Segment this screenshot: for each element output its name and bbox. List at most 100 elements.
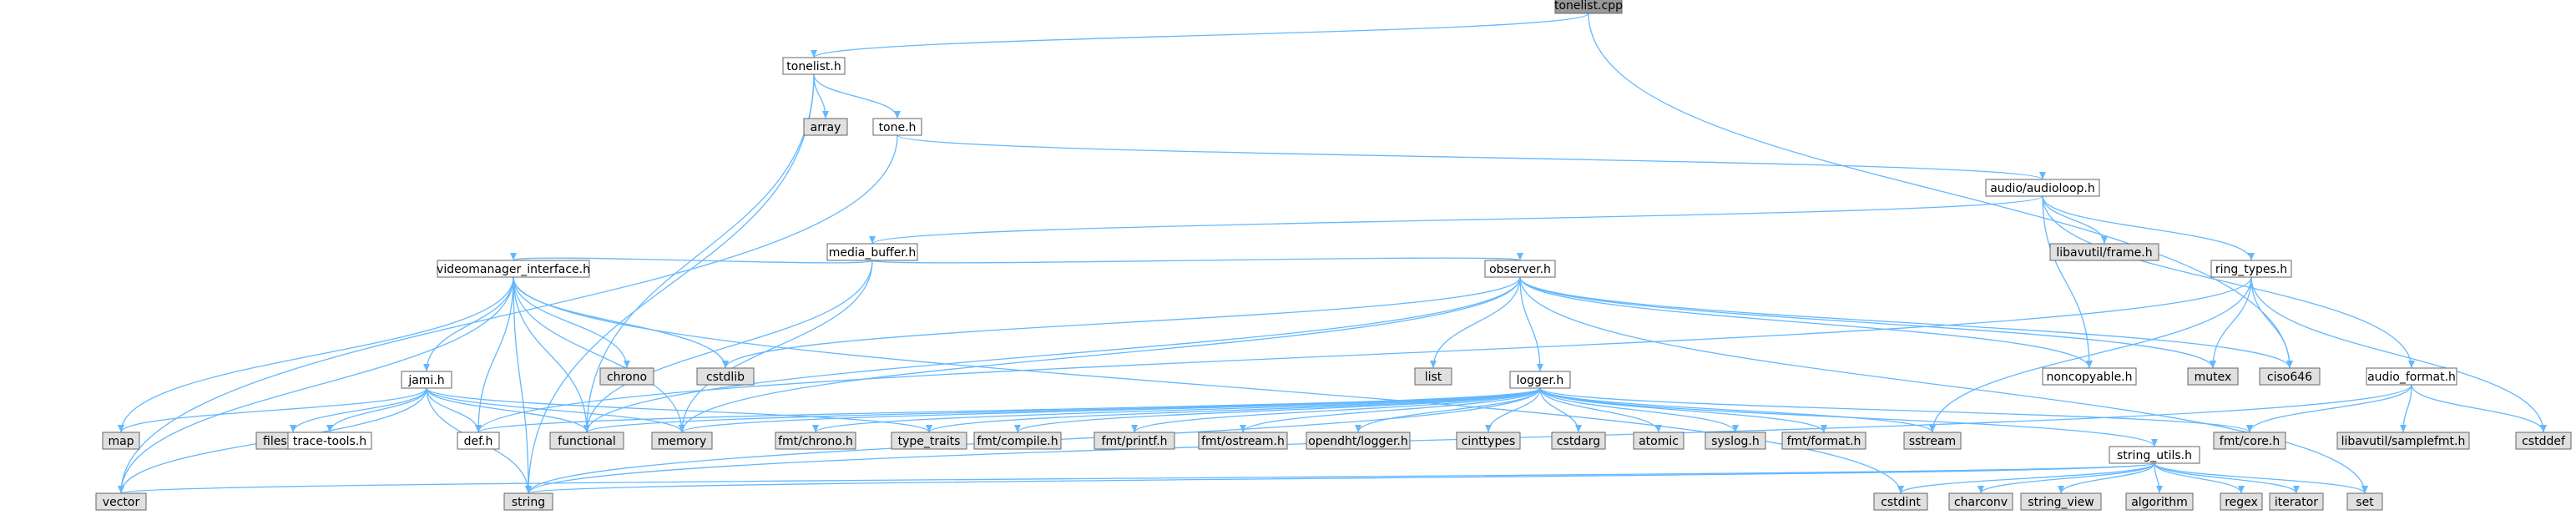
node-fmt-compile-h[interactable]: fmt/compile.h [973, 432, 1062, 450]
node-functional[interactable]: functional [549, 432, 624, 450]
node-label: string [512, 496, 545, 509]
node-opendht-logger-h[interactable]: opendht/logger.h [1306, 432, 1411, 450]
node-label: mutex [2195, 371, 2232, 384]
edge-logger_h-to-type_traits [926, 387, 1541, 433]
node-box [102, 432, 140, 450]
node-box [803, 118, 848, 136]
edge-logger_h-to-fmt_chrono_h [812, 387, 1541, 433]
node-cstdlib[interactable]: cstdlib [696, 367, 755, 386]
edge-jami_h-to-filesystem [290, 387, 427, 433]
node-map[interactable]: map [102, 432, 140, 450]
node-memory[interactable]: memory [651, 432, 713, 450]
node-cstdint[interactable]: cstdint [1873, 492, 1928, 511]
node-fmt-format-h[interactable]: fmt/format.h [1781, 432, 1866, 450]
node-label: fmt/ostream.h [1201, 435, 1285, 448]
node-box [401, 371, 452, 389]
node-chrono[interactable]: chrono [599, 367, 654, 386]
edge-string_utils_h-to-regex [2154, 462, 2245, 494]
node-type-traits[interactable]: type_traits [891, 432, 967, 450]
edge-string_utils_h-to-vector [119, 462, 2155, 494]
node-videomanager-interface-h[interactable]: videomanager_interface.h [437, 260, 590, 278]
edge-logger_h-to-fmt_core_h [1539, 387, 2253, 433]
node-sstream[interactable]: sstream [1903, 432, 1962, 450]
node-ciso646[interactable]: ciso646 [2259, 367, 2321, 386]
node-label: tonelist.h [786, 60, 841, 73]
edge-string_utils_h-to-iterator [2154, 462, 2300, 494]
node-vector[interactable]: vector [95, 492, 147, 511]
node-observer-h[interactable]: observer.h [1484, 260, 1556, 278]
node-string-view[interactable]: string_view [2020, 492, 2102, 511]
node-noncopyable-h[interactable]: noncopyable.h [2042, 367, 2137, 386]
edge-audioloop_h-to-noncopyable_h [2042, 195, 2093, 369]
node-box [2125, 492, 2194, 511]
node-label: tonelist.cpp [1554, 0, 1623, 13]
node-algorithm[interactable]: algorithm [2125, 492, 2194, 511]
node-jami-h[interactable]: jami.h [401, 371, 452, 389]
node-box [1903, 432, 1962, 450]
node-cinttypes[interactable]: cinttypes [1456, 432, 1521, 450]
node-label: opendht/logger.h [1308, 435, 1408, 448]
edge-string_utils_h-to-set [2154, 462, 2368, 494]
edge-media_buffer_h-to-functional [583, 260, 873, 433]
node-audioloop-h[interactable]: audio/audioloop.h [1985, 179, 2100, 197]
edge-logger_h-to-sstream [1539, 387, 1936, 433]
node-box [2109, 446, 2200, 464]
node-audio-format-h[interactable]: audio_format.h [2366, 367, 2457, 386]
node-label: jami.h [407, 374, 444, 387]
edge-tonelist_cpp-to-ciso646 [1588, 13, 2293, 369]
node-mutex[interactable]: mutex [2187, 367, 2239, 386]
node-atomic[interactable]: atomic [1633, 432, 1685, 450]
node-box [826, 243, 918, 261]
node-fmt-ostream-h[interactable]: fmt/ostream.h [1198, 432, 1288, 450]
node-box [1414, 367, 1452, 386]
node-box [2049, 243, 2159, 261]
edge-audioloop_h-to-libavutil_frame_h [2042, 195, 2108, 245]
node-logger-h[interactable]: logger.h [1509, 371, 1571, 389]
node-tone-h[interactable]: tone.h [872, 118, 922, 136]
node-tonelist-h[interactable]: tonelist.h [782, 57, 846, 75]
edge-ring_types_h-to-def_h [475, 276, 2252, 433]
edge-videomanager_interface_h-to-vector [118, 276, 514, 494]
node-label: ring_types.h [2215, 263, 2287, 276]
node-string-utils-h[interactable]: string_utils.h [2109, 446, 2200, 464]
node-fmt-chrono-h[interactable]: fmt/chrono.h [775, 432, 856, 450]
node-array[interactable]: array [803, 118, 848, 136]
edge-jami_h-to-trace_tools_h [326, 387, 427, 433]
node-ring-types-h[interactable]: ring_types.h [2210, 260, 2292, 278]
edge-observer_h-to-cstdlib [722, 276, 1521, 369]
node-libavutil-samplefmt-h[interactable]: libavutil/samplefmt.h [2336, 432, 2470, 450]
node-label: fmt/compile.h [977, 435, 1058, 448]
node-charconv[interactable]: charconv [1948, 492, 2013, 511]
node-label: map [108, 435, 134, 448]
node-tonelist-cpp[interactable]: tonelist.cpp [1554, 0, 1623, 14]
node-def-h[interactable]: def.h [457, 432, 500, 450]
edge-logger_h-to-cinttypes [1485, 387, 1541, 433]
node-media-buffer-h[interactable]: media_buffer.h [826, 243, 918, 261]
edge-string_utils_h-to-cstdint [1897, 462, 2155, 494]
node-fmt-core-h[interactable]: fmt/core.h [2213, 432, 2286, 450]
node-label: array [811, 121, 841, 134]
node-fmt-printf-h[interactable]: fmt/printf.h [1094, 432, 1175, 450]
node-box [872, 118, 922, 136]
node-cstddef[interactable]: cstddef [2515, 432, 2572, 450]
edge-media_buffer_h-to-memory [679, 260, 873, 433]
node-syslog-h[interactable]: syslog.h [1705, 432, 1766, 450]
node-libavutil-frame-h[interactable]: libavutil/frame.h [2049, 243, 2159, 261]
edge-string_utils_h-to-string [525, 462, 2155, 494]
node-iterator[interactable]: iterator [2269, 492, 2324, 511]
node-label: chrono [607, 371, 647, 384]
node-box [2210, 260, 2292, 278]
node-regex[interactable]: regex [2220, 492, 2263, 511]
edge-logger_h-to-def_h [475, 387, 1541, 433]
node-trace-tools-h[interactable]: trace-tools.h [287, 432, 372, 450]
node-box [973, 432, 1062, 450]
node-label: cinttypes [1462, 435, 1516, 448]
node-box [891, 432, 967, 450]
node-list[interactable]: list [1414, 367, 1452, 386]
node-string[interactable]: string [503, 492, 553, 511]
node-label: set [2356, 496, 2374, 509]
node-set[interactable]: set [2346, 492, 2383, 511]
node-box [1094, 432, 1175, 450]
node-label: list [1425, 371, 1442, 384]
node-cstdarg[interactable]: cstdarg [1551, 432, 1606, 450]
